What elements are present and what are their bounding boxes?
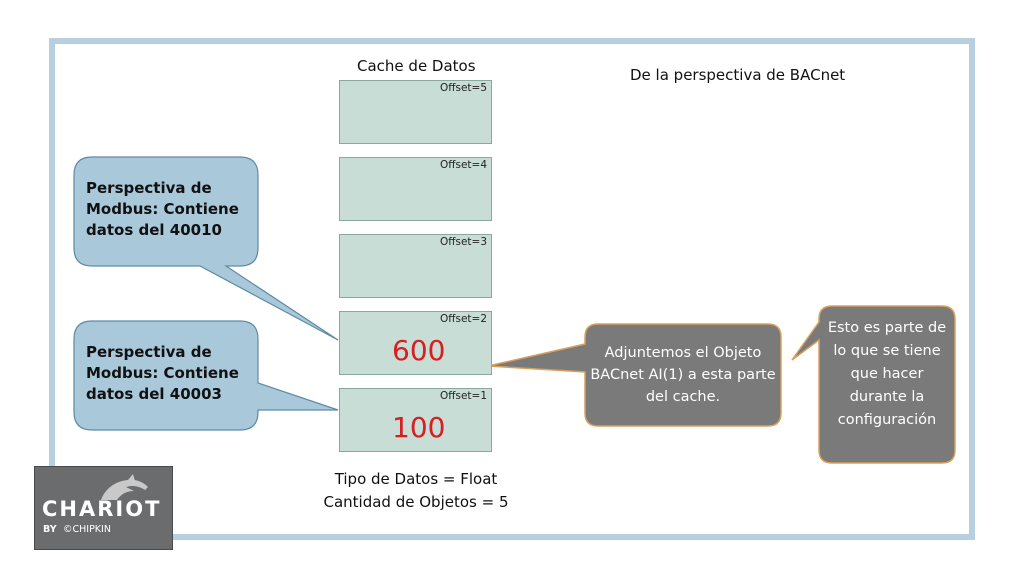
- cache-cell-offset-1: Offset=1 100: [339, 388, 492, 452]
- callout-config-note-shape: [791, 305, 956, 464]
- cell-offset-label: Offset=3: [439, 236, 487, 248]
- callout-modbus-top-text: Perspectiva de Modbus: Contiene datos de…: [86, 179, 239, 239]
- cell-value: 100: [392, 411, 446, 444]
- callout-modbus-bottom-text: Perspectiva de Modbus: Contiene datos de…: [86, 343, 239, 403]
- cell-offset-label: Offset=5: [439, 82, 487, 94]
- callout-modbus-bottom-shape: [73, 320, 339, 431]
- cache-cell-offset-4: Offset=4: [339, 157, 492, 221]
- cache-cell-offset-3: Offset=3: [339, 234, 492, 298]
- horse-head-icon: [101, 474, 148, 500]
- logo-brand: ©CHIPKIN: [63, 524, 111, 535]
- logo-by: BY: [43, 524, 57, 535]
- cell-offset-label: Offset=2: [439, 313, 487, 325]
- data-type-label: Tipo de Datos = Float: [334, 470, 498, 488]
- cell-offset-label: Offset=1: [439, 390, 487, 402]
- cell-offset-label: Offset=4: [439, 159, 487, 171]
- cache-title: Cache de Datos: [357, 57, 476, 75]
- callout-modbus-top-shape: [73, 156, 339, 341]
- bacnet-perspective-title: De la perspectiva de BACnet: [630, 66, 846, 84]
- callout-bacnet-object-text: Adjuntemos el Objeto BACnet AI(1) a esta…: [590, 345, 776, 405]
- callout-bacnet-object-shape: [487, 323, 782, 427]
- chariot-logo: CHARIOT BY ©CHIPKIN: [34, 466, 173, 550]
- cache-cell-offset-5: Offset=5: [339, 80, 492, 144]
- slide-frame: [49, 38, 975, 540]
- callout-config-note-text: Esto es parte de lo que se tiene que hac…: [827, 320, 947, 428]
- object-count-label: Cantidad de Objetos = 5: [323, 493, 509, 511]
- logo-wordmark: CHARIOT: [42, 497, 162, 521]
- cache-cell-offset-2: Offset=2 600: [339, 311, 492, 375]
- cell-value: 600: [392, 334, 446, 367]
